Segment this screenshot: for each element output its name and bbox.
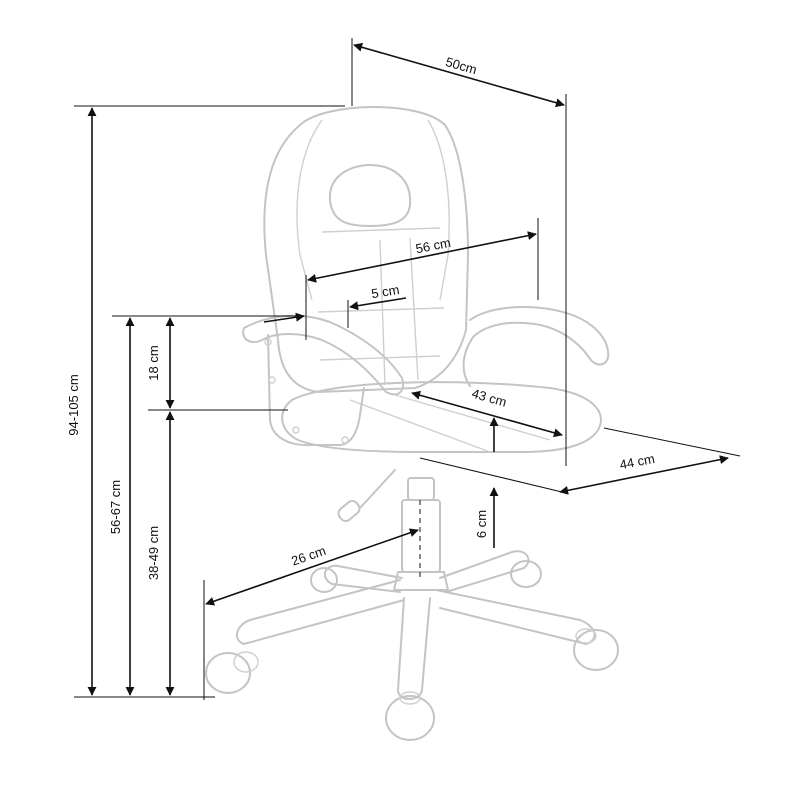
dim-seat-depth	[411, 390, 563, 438]
armrest-left-screw-3	[292, 426, 300, 434]
armrest-left-screw-4	[341, 436, 349, 444]
seat-cushion	[281, 381, 602, 453]
backrest-seam-4	[379, 239, 386, 386]
label-armrest-span: 56 cm	[414, 235, 452, 256]
backrest-seam-1	[321, 227, 441, 233]
label-seat-width: 44 cm	[618, 451, 656, 472]
label-seat-height: 38-49 cm	[146, 526, 161, 580]
caster-back-left	[310, 567, 338, 593]
gas-lift-column	[401, 499, 441, 573]
armrest-right-bracket	[462, 335, 475, 387]
label-base-radius: 26 cm	[289, 543, 327, 569]
armrest-left	[242, 314, 404, 396]
dim-backrest-width	[353, 42, 565, 108]
caster-back-right	[510, 560, 542, 588]
tilt-lever	[359, 469, 396, 509]
backrest-seam-3	[319, 355, 441, 361]
caster-left	[205, 651, 259, 694]
dimension-labels: 94-105 cm 56-67 cm 18 cm 38-49 cm 50cm 5…	[66, 54, 656, 580]
dim-armrest-span	[307, 231, 537, 283]
base-leg-front	[397, 597, 431, 700]
base-leg-right	[435, 589, 596, 645]
chair-illustration	[205, 106, 619, 741]
dim-seat-width	[559, 455, 729, 495]
armrest-right	[469, 305, 610, 366]
backrest-headrest	[328, 164, 412, 227]
caster-front	[385, 691, 435, 741]
base-leg-back-right	[439, 550, 530, 593]
base-leg-left	[235, 579, 405, 645]
armrest-left-bracket	[267, 334, 365, 447]
caster-right	[573, 628, 619, 671]
label-seat-depth: 43 cm	[470, 386, 508, 410]
backrest-outline	[263, 106, 469, 393]
label-armrest-width: 5 cm	[370, 282, 400, 301]
label-gas-lift-travel: 6 cm	[474, 510, 489, 538]
dim-base-radius	[205, 528, 419, 606]
label-total-height: 94-105 cm	[66, 374, 81, 435]
gas-lift-cover	[393, 571, 449, 591]
seat-seam-1	[394, 394, 551, 441]
seat-seam-2	[349, 399, 491, 453]
tilt-lever-knob	[337, 500, 361, 522]
armrest-left-screw-1	[264, 338, 272, 346]
dim-armrest-width-a	[263, 312, 305, 323]
backrest-panel-left	[296, 119, 323, 301]
label-armrest-height: 56-67 cm	[108, 480, 123, 534]
label-armrest-above-seat: 18 cm	[146, 345, 161, 380]
dimension-lines	[74, 38, 741, 700]
gas-lift-upper	[407, 477, 435, 501]
label-backrest-width: 50cm	[444, 54, 479, 77]
backrest-seam-2	[317, 307, 445, 313]
armrest-left-screw-2	[268, 376, 276, 384]
dim-armrest-width-b	[349, 297, 407, 311]
backrest-panel-right	[427, 119, 450, 301]
